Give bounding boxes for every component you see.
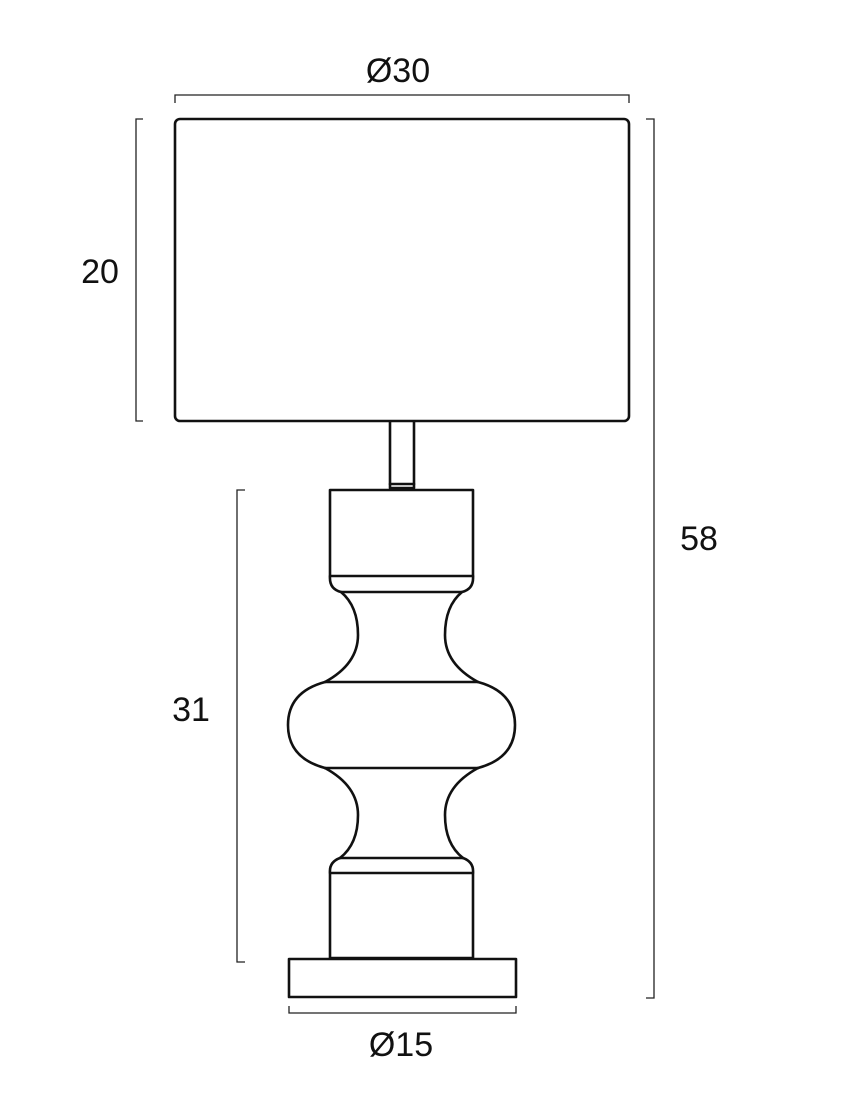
base-diameter-dimension: Ø15 [288,1006,517,1064]
lamp-stem [388,420,416,490]
body-upper-neck [323,590,360,684]
total-height-dimension: 58 [646,118,718,999]
shade-height-dimension: 20 [81,118,143,422]
lamp-body [286,488,517,960]
shade-height-line [135,118,143,422]
shade-height-label: 20 [81,253,119,291]
body-bulge [286,680,327,770]
body-top-cap [328,488,475,578]
shade-diameter-line [174,94,630,103]
base-height-line [236,489,245,963]
base-height-dimension: 31 [172,489,245,963]
lamp-base-plate [287,957,518,999]
base-diameter-label: Ø15 [369,1026,433,1064]
shade-diameter-label: Ø30 [366,52,430,90]
total-height-label: 58 [680,520,718,558]
base-height-label: 31 [172,691,210,729]
total-height-line [646,118,655,999]
shade-diameter-dimension: Ø30 [174,52,630,103]
body-lower-neck [323,766,360,860]
base-diameter-line [288,1006,517,1014]
lamp-shade [173,117,631,423]
body-bottom-cylinder [328,871,475,960]
